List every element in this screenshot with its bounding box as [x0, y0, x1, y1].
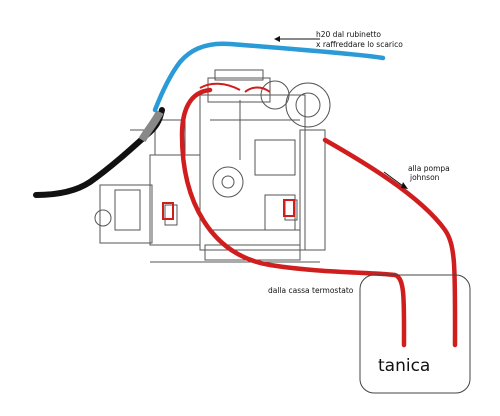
- thermostat-hose: [179, 87, 407, 348]
- exhaust-elbow: [138, 110, 164, 143]
- water-label-line2: x raffreddare lo scarico: [316, 40, 403, 49]
- engine-block: [199, 94, 306, 251]
- rocker-cover: [214, 69, 264, 81]
- pump-label-line2: johnson: [410, 173, 440, 182]
- gearbox: [99, 184, 153, 244]
- pump-hose: [322, 137, 458, 348]
- engine-red-details: [162, 82, 295, 220]
- flywheel-cover: [299, 129, 326, 251]
- water-hose: [152, 41, 386, 113]
- flow-arrow-icon: [383, 171, 408, 189]
- flow-arrow-icon: [274, 36, 320, 42]
- oil-pan: [204, 244, 301, 261]
- pump-label-line1: alla pompa: [408, 164, 450, 173]
- oil-filler: [212, 166, 244, 198]
- engine-drawing: [94, 69, 331, 263]
- exhaust-hose: [33, 107, 165, 198]
- thermostat-label: dalla cassa termostato: [268, 286, 354, 295]
- coupling-flange: [94, 209, 112, 227]
- alternator: [260, 80, 290, 110]
- pulley: [285, 82, 331, 128]
- water-label-line1: h20 dal rubinetto: [316, 30, 382, 39]
- tank-box: [359, 274, 471, 394]
- tank-label: tanica: [378, 356, 431, 376]
